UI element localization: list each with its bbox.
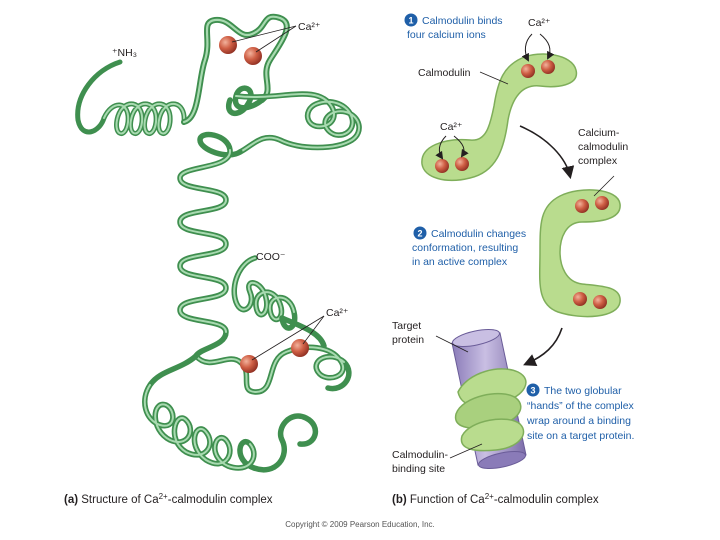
step3-line4: site on a target protein. [527,430,634,442]
process-arrow-2 [523,327,563,366]
svg-text:3: 3 [530,386,535,396]
lower-binding-loop [193,315,352,395]
ca-label-bottom: Ca²⁺ [326,307,349,319]
binding-arrows [435,33,555,160]
svg-text:2: 2 [417,229,422,239]
caption-b: (b) Function of Ca2+-calmodulin complex [392,492,599,506]
complex-label-1: Calcium- [578,127,620,139]
target-label-2: protein [392,334,424,346]
caption-a: (a) Structure of Ca2+-calmodulin complex [64,492,273,506]
calcium-ions-step1 [435,60,555,173]
wrapped-calmodulin [455,368,527,452]
binding-site-label-2: binding site [392,463,445,475]
step1-line2: four calcium ions [407,29,486,41]
calcium-ion [435,159,449,173]
calcium-ion [575,199,589,213]
step-1-badge: 1 [404,13,418,27]
ca-label-top: Ca²⁺ [298,21,321,33]
step2-line2: conformation, resulting [412,242,518,254]
leader-lines-panel-a [231,25,325,361]
svg-text:1: 1 [408,16,413,26]
ca-label-left: Ca²⁺ [440,121,463,133]
calcium-ion [291,339,309,357]
calcium-ion [593,295,607,309]
binding-site-leader [449,443,483,459]
nh3-label: ⁺NH₃ [112,47,137,59]
step2-line3: in an active complex [412,256,508,268]
process-arrow-1 [519,125,575,180]
binding-site-label-1: Calmodulin- [392,449,449,461]
complex-leader [593,175,615,197]
step3-line2: “hands” of the complex [527,400,635,412]
step-2-badge: 2 [413,226,427,240]
step-3-badge: 3 [526,383,540,397]
calmodulin-inactive-shape [421,53,578,182]
target-leader [435,335,469,353]
coo-label: COO⁻ [256,251,286,263]
calcium-ions-step2 [573,196,609,309]
calmodulin-leader [479,71,509,85]
calcium-ion [521,64,535,78]
calcium-ion [455,157,469,171]
calcium-ion [595,196,609,210]
copyright-notice: Copyright © 2009 Pearson Education, Inc. [285,520,435,529]
calmodulin-label: Calmodulin [418,67,471,79]
calcium-ion [573,292,587,306]
target-label-1: Target [392,320,421,332]
calmodulin-active-complex [538,189,621,318]
step3-line1: The two globular [544,385,622,397]
complex-label-3: complex [578,155,618,167]
n-terminal-tail [75,59,123,135]
calmodulin-ribbon-structure [75,13,362,473]
step3-line3: wrap around a binding [526,415,631,427]
calcium-ion [219,36,237,54]
step1-line1: Calmodulin binds [422,15,503,27]
step2-line1: Calmodulin changes [431,228,526,240]
calcium-ion [541,60,555,74]
ca-label-right: Ca²⁺ [528,17,551,29]
complex-label-2: calmodulin [578,141,628,153]
